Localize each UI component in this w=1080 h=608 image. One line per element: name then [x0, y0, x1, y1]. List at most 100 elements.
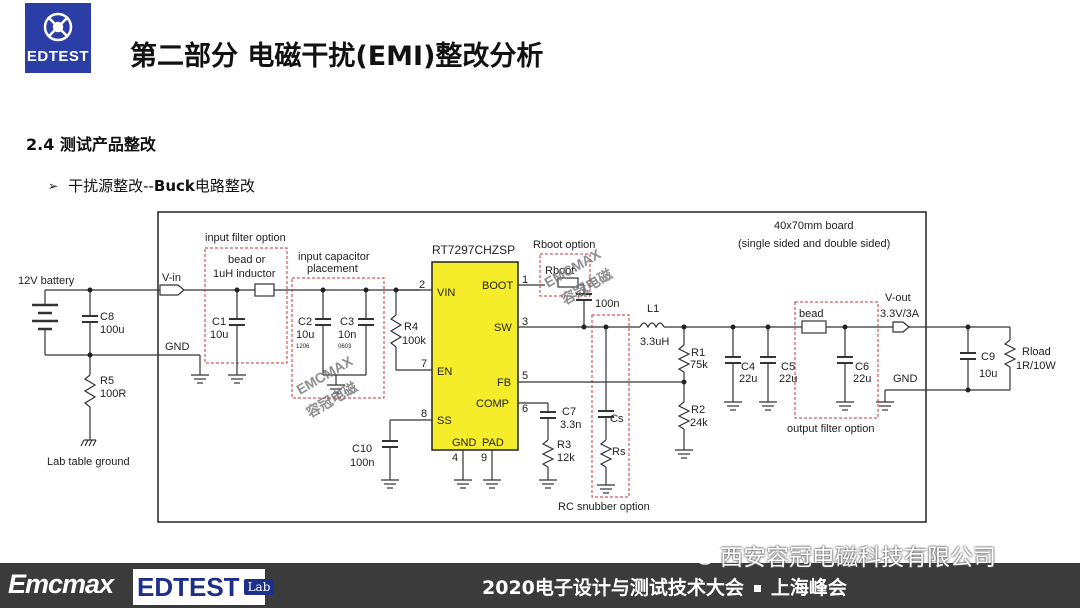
r4-value: 100k — [402, 335, 426, 347]
pin-ss: SS — [437, 415, 452, 427]
r1-label: R1 — [691, 347, 705, 359]
pin-7: 7 — [421, 358, 427, 370]
pin-pad: PAD — [482, 437, 504, 449]
footer-bar: Emcmax EDTEST Lab 2020电子设计与测试技术大会 上海峰会 — [0, 563, 1080, 608]
bead-out-label: bead — [799, 308, 823, 320]
pin-gnd: GND — [452, 437, 477, 449]
c6-label: C6 — [855, 361, 869, 373]
edtest-lab-logo: EDTEST Lab — [133, 569, 275, 605]
pin-fb: FB — [497, 377, 511, 389]
company-watermark: 西安容冠电磁科技有限公司 — [688, 538, 996, 572]
board-note-1: 40x70mm board — [774, 220, 854, 232]
pin-8: 8 — [421, 408, 427, 420]
gnd-right-label: GND — [893, 373, 918, 385]
logo-mark-icon — [43, 12, 73, 42]
c10-value: 100n — [350, 457, 374, 469]
emcmax-logo: Emcmax — [8, 569, 114, 599]
placement-label: placement — [307, 263, 358, 275]
battery-label: 12V battery — [18, 275, 75, 287]
edtest-logo: EDTEST — [25, 3, 91, 73]
logo-text: EDTEST — [26, 48, 90, 65]
conference-title: 2020电子设计与测试技术大会 上海峰会 — [482, 573, 847, 600]
r3-value: 12k — [557, 452, 575, 464]
l1-label: L1 — [647, 303, 659, 315]
board-outline — [157, 211, 927, 523]
pin-3: 3 — [522, 316, 528, 328]
r1-value: 75k — [690, 359, 708, 371]
lab-badge: Lab — [243, 579, 275, 595]
conference-name: 2020电子设计与测试技术大会 — [482, 577, 744, 599]
c3-size: 0603 — [338, 344, 352, 350]
conference-city: 上海峰会 — [770, 577, 847, 599]
bullet-item: ➢ 干扰源整改--Buck电路整改 — [48, 175, 255, 196]
page-title: 第二部分 电磁干扰(EMI)整改分析 — [130, 41, 544, 72]
c10-label: C10 — [352, 443, 372, 455]
lab-ground-label: Lab table ground — [47, 456, 130, 468]
bullet-bold: Buck — [153, 177, 195, 195]
c2-size: 1206 — [296, 344, 310, 350]
c4-value: 22u — [739, 373, 757, 385]
section-heading: 2.4 测试产品整改 — [26, 135, 156, 154]
r3-label: R3 — [557, 439, 571, 451]
buck-schematic: 40x70mm board (single sided and double s… — [18, 211, 1056, 523]
pin-boot: BOOT — [482, 280, 513, 292]
c2-label: C2 — [298, 316, 312, 328]
bullet-prefix: 干扰源整改-- — [68, 177, 154, 195]
gnd-left-label: GND — [165, 341, 190, 353]
c9-value: 10u — [979, 368, 997, 380]
pin-5: 5 — [522, 370, 528, 382]
r5-value: 100R — [100, 388, 126, 400]
l1-value: 3.3uH — [640, 336, 669, 348]
inductor-label: 1uH inductor — [213, 268, 276, 280]
input-cap-label: input capacitor — [298, 251, 370, 263]
rboot-label: Rboot — [545, 265, 574, 277]
c9-label: C9 — [981, 351, 995, 363]
bullet-text: 干扰源整改--Buck电路整改 — [68, 175, 255, 196]
cboot-value: 100n — [595, 298, 619, 310]
ic-name: RT7297CHZSP — [432, 243, 515, 257]
rs-label: Rs — [612, 446, 626, 458]
pin-6: 6 — [522, 403, 528, 415]
vout-label: V-out — [885, 292, 911, 304]
pin-9: 9 — [481, 452, 487, 464]
c3-value: 10n — [338, 329, 356, 341]
pin-comp: COMP — [476, 398, 509, 410]
r2-label: R2 — [691, 404, 705, 416]
cs-label: Cs — [610, 413, 624, 425]
board-note-2: (single sided and double sided) — [738, 238, 890, 250]
edtest-text: EDTEST — [137, 571, 240, 602]
vout-value: 3.3V/3A — [880, 308, 920, 320]
c8-value: 100u — [100, 324, 124, 336]
bead-or-label: bead or — [228, 254, 266, 266]
c3-label: C3 — [340, 316, 354, 328]
rload-label: Rload — [1022, 346, 1051, 358]
r5-label: R5 — [100, 375, 114, 387]
c7-value: 3.3n — [560, 419, 581, 431]
c7-label: C7 — [562, 406, 576, 418]
c2-value: 10u — [296, 329, 314, 341]
pin-1: 1 — [522, 274, 528, 286]
bullet-arrow-icon: ➢ — [48, 178, 59, 193]
c4-label: C4 — [741, 361, 755, 373]
c8-label: C8 — [100, 311, 114, 323]
r2-value: 24k — [690, 417, 708, 429]
pin-4: 4 — [452, 452, 458, 464]
pin-sw: SW — [494, 322, 512, 334]
pin-en: EN — [437, 366, 452, 378]
pin-vin: VIN — [437, 287, 455, 299]
bullet-suffix: 电路整改 — [194, 177, 255, 195]
rc-snubber-label: RC snubber option — [558, 501, 650, 513]
separator-square-icon — [753, 585, 761, 592]
c5-value: 22u — [779, 373, 797, 385]
input-filter-label: input filter option — [205, 232, 286, 244]
rboot-option-label: Rboot option — [533, 239, 595, 251]
vin-label: V-in — [162, 272, 181, 284]
pin-2: 2 — [419, 279, 425, 291]
rload-value: 1R/10W — [1016, 360, 1056, 372]
r4-label: R4 — [404, 321, 418, 333]
output-filter-label: output filter option — [787, 423, 874, 435]
c1-value: 10u — [210, 329, 228, 341]
c5-label: C5 — [781, 361, 795, 373]
wechat-icon — [688, 544, 714, 565]
c1-label: C1 — [212, 316, 226, 328]
